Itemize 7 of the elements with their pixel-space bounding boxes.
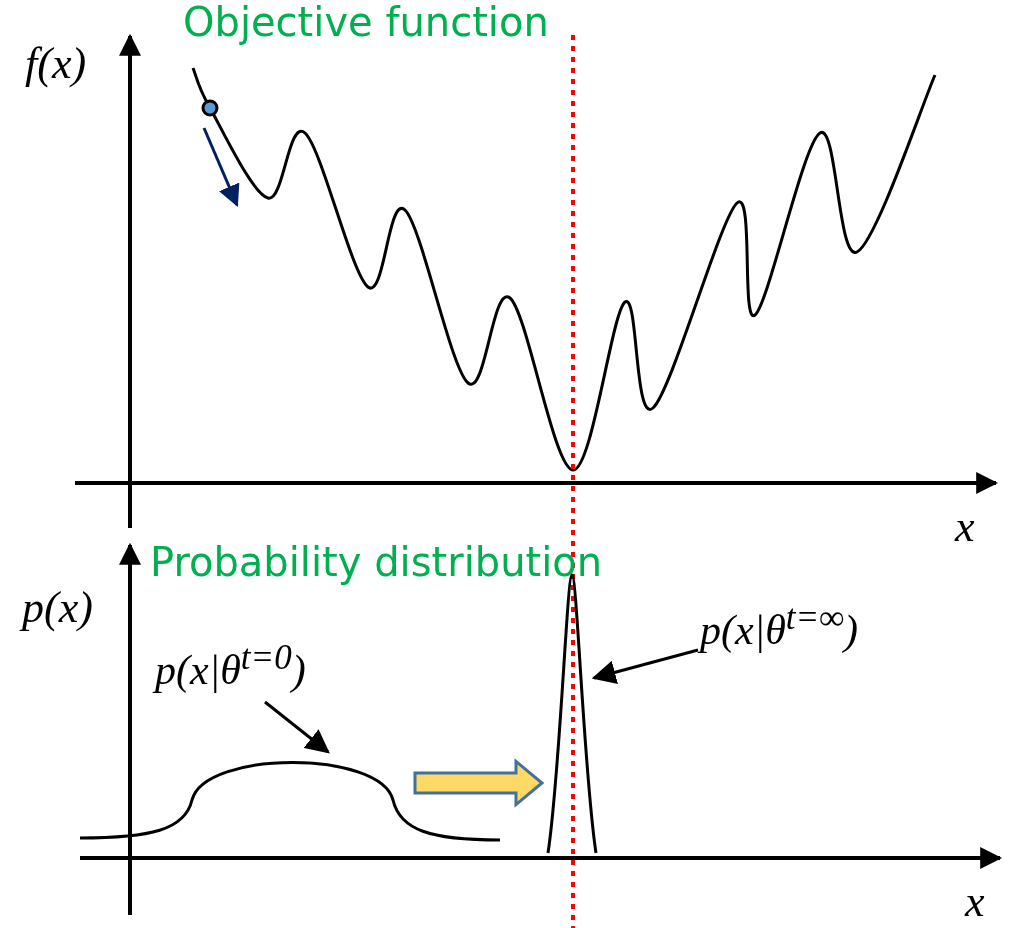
axis-label: x <box>965 880 985 924</box>
leader-line <box>591 648 699 684</box>
distribution-curve <box>546 575 598 855</box>
axis-label: f(x) <box>25 42 87 86</box>
leader-line <box>264 700 330 754</box>
axis-label: x <box>955 505 975 549</box>
block-arrow <box>413 758 545 808</box>
